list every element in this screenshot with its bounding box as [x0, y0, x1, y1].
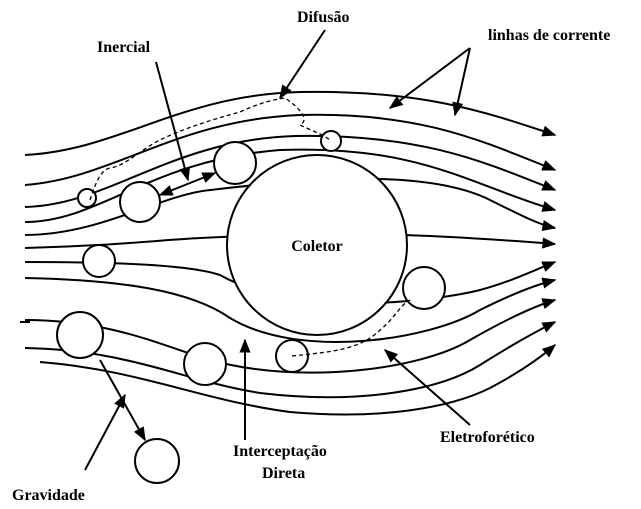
particle — [184, 343, 226, 385]
eletroforetico-label: Eletroforético — [440, 429, 535, 446]
direta-label: Direta — [262, 465, 305, 482]
inercial-label: Inercial — [97, 39, 151, 56]
interceptacao-label: Interceptação — [233, 443, 327, 460]
particle — [403, 267, 445, 309]
collector-label: Coletor — [291, 238, 343, 255]
difusao-arrow — [280, 30, 325, 98]
particle — [321, 131, 341, 151]
linhas-corrente-label: linhas de corrente — [488, 27, 610, 44]
gravidade-label: Gravidade — [12, 487, 85, 504]
gravidade-arrow — [85, 395, 125, 470]
particle — [214, 142, 256, 184]
difusao-label: Difusão — [297, 9, 349, 26]
eletroforetico-arrow — [385, 350, 470, 425]
particle — [120, 182, 160, 222]
particle — [83, 245, 115, 277]
particle — [57, 312, 103, 358]
particle — [135, 439, 179, 483]
